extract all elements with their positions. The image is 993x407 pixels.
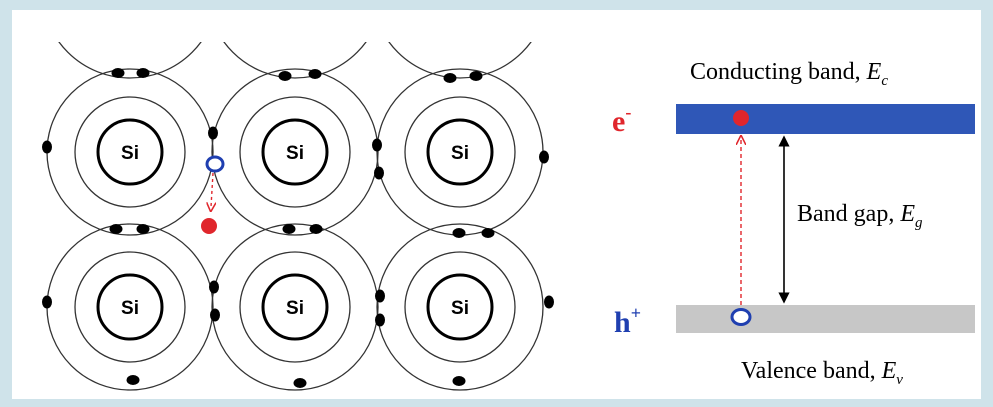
lattice-excitation-arrow [211,172,213,207]
valence-band-label: Valence band, Ev [741,358,903,388]
inner-orbits [74,96,516,363]
conduction-band-label: Conducting band, Ec [690,59,888,89]
atom-label: Si [286,298,304,319]
figure-panel [12,10,981,399]
atom-label: Si [451,143,469,164]
band-gap-label: Band gap, Eg [797,201,923,231]
band-diagram: Conducting band, Ec Band gap, Eg Valence… [612,59,975,388]
lattice-hole [205,155,225,173]
atom-labels: Si Si Si Si Si Si [121,143,469,319]
bond-electrons [42,68,554,388]
nucleus-rings [96,118,494,341]
atom-label: Si [451,298,469,319]
atom-label: Si [286,143,304,164]
valence-hole [730,308,752,326]
electron-label: e- [612,102,631,138]
lattice-free-electron [201,218,217,234]
conduction-electron [733,110,749,126]
partial-orbits-top [58,42,532,79]
hole-label: h+ [614,303,641,339]
conduction-band-bar [676,104,975,134]
atom-label: Si [121,298,139,319]
silicon-lattice: Si Si Si Si Si Si [42,42,554,391]
atom-label: Si [121,143,139,164]
valence-band-bar [676,305,975,333]
